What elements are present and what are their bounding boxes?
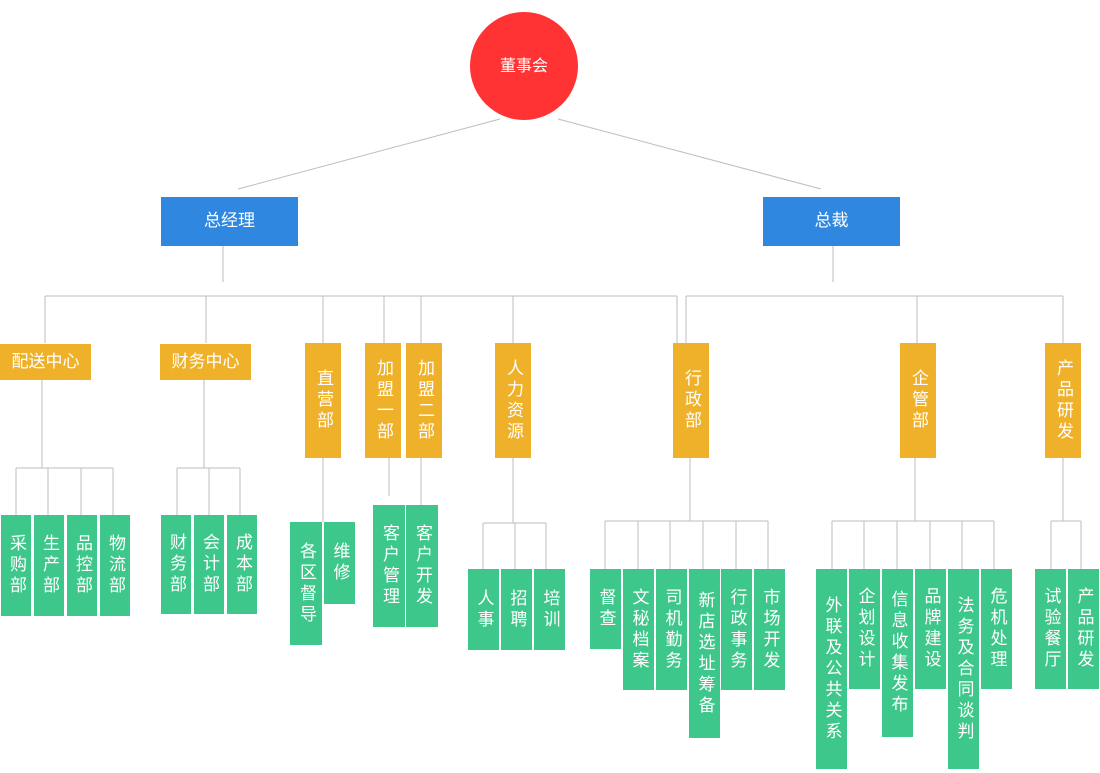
dept-node-franchise-2: 加盟二部 [406,343,442,458]
board-node: 董事会 [470,12,578,120]
team-label: 物流部 [105,534,126,597]
dept-label: 财务中心 [171,351,240,372]
dept-label: 产品研发 [1053,358,1074,443]
team-node: 财务部 [161,515,191,614]
exec-node-president: 总裁 [763,197,900,246]
team-node: 客户开发 [406,505,438,627]
team-node: 品控部 [67,515,97,616]
team-label: 司机勤务 [661,587,682,672]
team-node: 企划设计 [849,569,880,689]
team-node: 外联及公共关系 [816,569,847,769]
team-label: 品控部 [72,534,93,597]
team-node: 会计部 [194,515,224,614]
team-label: 信息收集发布 [887,590,908,716]
team-label: 生产部 [39,534,60,597]
dept-node-finance: 财务中心 [160,344,251,380]
team-label: 外联及公共关系 [821,595,842,743]
team-label: 采购部 [6,534,27,597]
dept-node-franchise-1: 加盟一部 [365,343,401,458]
team-node: 产品研发 [1068,569,1099,689]
team-label: 文秘档案 [628,587,649,672]
dept-node-admin: 行政部 [673,343,709,458]
team-node: 生产部 [34,515,64,616]
dept-label: 加盟二部 [414,358,435,443]
team-label: 品牌建设 [920,587,941,671]
team-label: 各区督导 [296,541,317,626]
board-label: 董事会 [499,55,548,75]
team-label: 产品研发 [1073,587,1094,671]
dept-node-hr: 人力资源 [495,343,531,458]
team-node: 客户管理 [373,505,405,627]
team-label: 客户开发 [412,524,433,608]
dept-label: 企管部 [908,369,929,432]
dept-node-management: 企管部 [900,343,936,458]
team-node: 物流部 [100,515,130,616]
team-node: 市场开发 [754,569,785,690]
connector-line [557,118,822,190]
team-label: 企划设计 [854,587,875,671]
dept-label: 人力资源 [503,358,524,443]
team-node: 维修 [324,522,355,604]
dept-label: 行政部 [681,369,702,432]
dept-node-distribution: 配送中心 [0,344,91,380]
team-label: 危机处理 [986,587,1007,671]
team-node: 督查 [590,569,621,649]
team-label: 维修 [329,542,350,584]
team-node: 行政事务 [721,569,752,690]
team-node: 招聘 [501,569,532,650]
team-node: 新店选址筹备 [689,569,720,738]
team-node: 信息收集发布 [882,569,913,737]
team-node: 品牌建设 [915,569,946,689]
team-label: 招聘 [506,588,527,631]
team-label: 法务及合同谈判 [953,595,974,743]
team-node: 培训 [534,569,565,650]
team-label: 培训 [539,588,560,631]
team-label: 督查 [595,588,616,630]
connector-line [237,118,501,190]
team-label: 行政事务 [726,587,747,672]
team-node: 采购部 [1,515,31,616]
team-label: 会计部 [199,533,220,596]
team-node: 文秘档案 [623,569,654,690]
dept-node-direct: 直营部 [305,343,341,458]
team-node: 试验餐厅 [1035,569,1066,689]
dept-label: 配送中心 [11,351,80,372]
team-label: 市场开发 [759,587,780,672]
exec-label: 总裁 [814,211,849,232]
team-label: 客户管理 [379,524,400,608]
dept-node-product-rd: 产品研发 [1045,343,1081,458]
team-node: 司机勤务 [656,569,687,690]
team-node: 法务及合同谈判 [948,569,979,769]
team-label: 试验餐厅 [1040,587,1061,671]
dept-label: 直营部 [313,369,334,432]
team-label: 成本部 [232,533,253,596]
team-node: 各区督导 [290,522,322,645]
team-label: 人事 [473,588,494,631]
dept-label: 加盟一部 [373,358,394,443]
team-node: 危机处理 [981,569,1012,689]
exec-node-general-manager: 总经理 [161,197,298,246]
team-label: 新店选址筹备 [694,590,715,717]
team-node: 人事 [468,569,499,650]
team-label: 财务部 [166,533,187,596]
exec-label: 总经理 [204,211,255,232]
team-node: 成本部 [227,515,257,614]
